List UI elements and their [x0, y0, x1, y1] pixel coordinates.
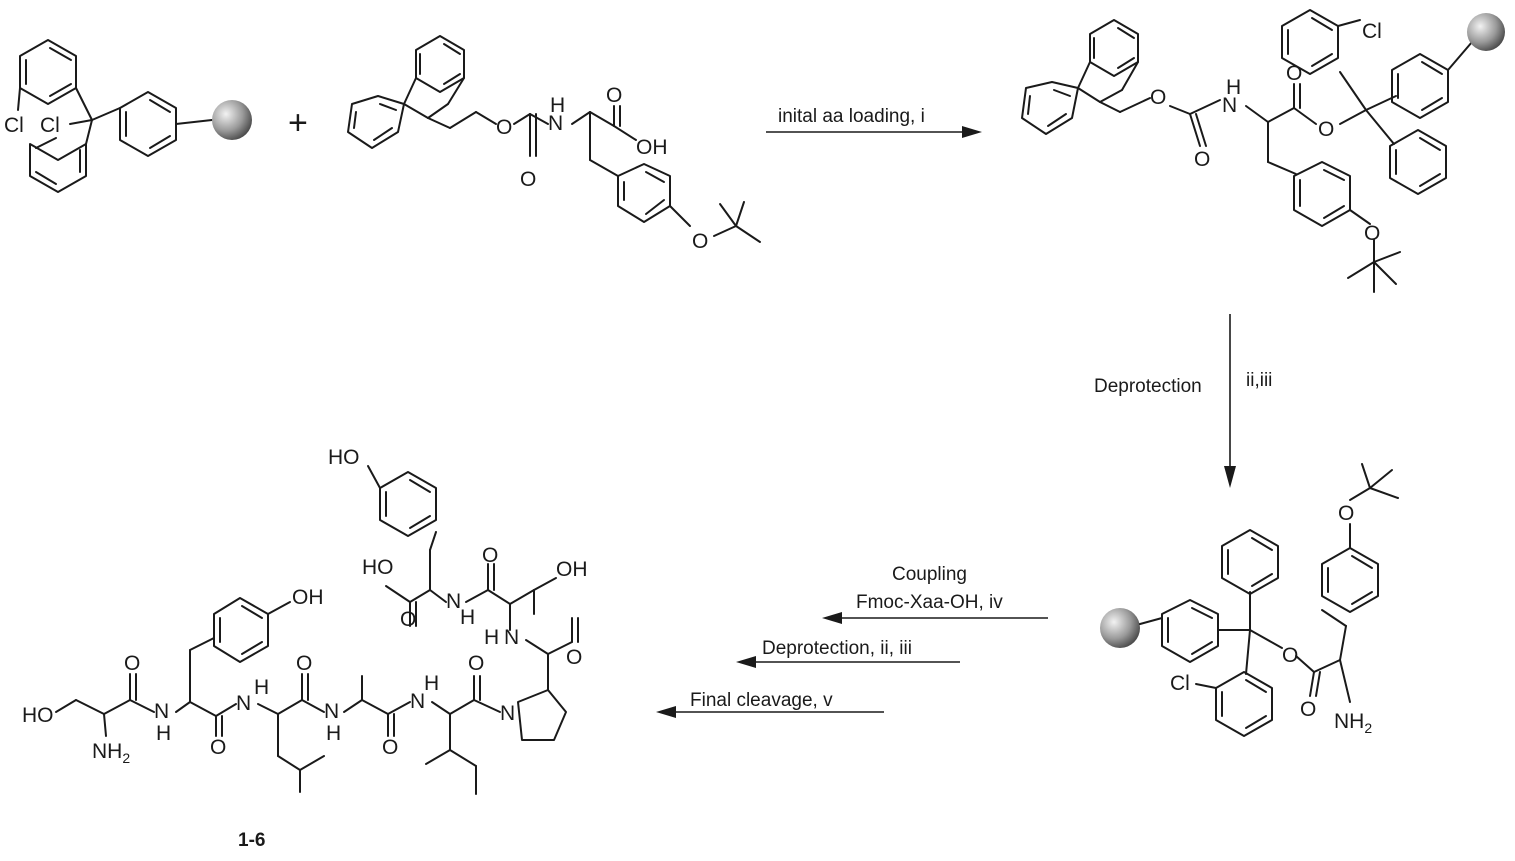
- amine-group: NH2: [92, 740, 130, 766]
- oxygen-atom: O: [468, 652, 484, 675]
- nitrogen-atom: N: [236, 692, 251, 715]
- oxygen-atom: O: [1318, 118, 1334, 141]
- arrow-initial-loading: inital aa loading, i: [766, 106, 982, 138]
- condition-deprotection: Deprotection: [1094, 376, 1202, 397]
- resin-bound-fmoc-tyr: O O N H O O Cl O: [1021, 9, 1505, 293]
- condition-deprotection-repeat: Deprotection, ii, iii: [762, 638, 912, 659]
- hydroxyl-group: OH: [556, 558, 588, 581]
- condition-deprotection-reagents: ii,iii: [1246, 370, 1272, 391]
- oxygen-atom: O: [1300, 698, 1316, 721]
- hydrogen-atom: H: [326, 722, 341, 745]
- resin-bound-h-tyr: O O NH2 O Cl: [1100, 463, 1399, 737]
- resin-bead-icon: [1100, 608, 1140, 648]
- oxygen-atom: O: [296, 652, 312, 675]
- oxygen-atom: O: [1286, 62, 1302, 85]
- oxygen-atom: O: [566, 646, 582, 669]
- arrow-final-cleavage: Final cleavage, v: [656, 690, 884, 718]
- chloro-atom: Cl: [1362, 20, 1382, 43]
- oxygen-atom: O: [496, 116, 512, 139]
- plus-sign: +: [288, 104, 308, 142]
- hydrogen-atom: H: [1226, 76, 1241, 99]
- hydroxyl-group: HO: [328, 446, 360, 469]
- amine-group: NH2: [1334, 710, 1372, 736]
- nitrogen-atom: N: [500, 702, 515, 725]
- arrow-coupling: Coupling Fmoc-Xaa-OH, iv: [822, 564, 1048, 624]
- hydrogen-atom: H: [424, 672, 439, 695]
- oxygen-atom: O: [1282, 644, 1298, 667]
- oxygen-atom: O: [1364, 222, 1380, 245]
- oxygen-atom: O: [124, 652, 140, 675]
- hydroxyl-group: HO: [22, 704, 54, 727]
- oxygen-atom: O: [210, 736, 226, 759]
- oxygen-atom: O: [606, 84, 622, 107]
- chloro-atom: Cl: [40, 114, 60, 137]
- oxygen-atom: O: [382, 736, 398, 759]
- chlorotrityl-resin-reactant: Cl Cl: [4, 39, 252, 193]
- resin-bead-icon: [1467, 13, 1505, 51]
- oxygen-atom: O: [482, 544, 498, 567]
- nitrogen-atom: N: [446, 590, 461, 613]
- nitrogen-atom: N: [504, 626, 519, 649]
- final-peptide-product: HO NH2 O N H OH O N H O N H O N H O N O …: [22, 446, 588, 851]
- arrow-deprotection-vertical: Deprotection ii,iii: [1094, 314, 1272, 488]
- condition-final-cleavage: Final cleavage, v: [690, 690, 833, 711]
- arrow-deprotection-repeat: Deprotection, ii, iii: [736, 638, 960, 668]
- hydrogen-atom: H: [254, 676, 269, 699]
- hydrogen-atom: H: [550, 94, 565, 117]
- hydroxyl-group: HO: [362, 556, 394, 579]
- nitrogen-atom: N: [324, 700, 339, 723]
- chloro-atom: Cl: [1170, 672, 1190, 695]
- condition-coupling: Coupling: [892, 564, 967, 585]
- fmoc-tyr-tbu-oh-reactant: O O N H O OH O: [347, 35, 761, 253]
- oxygen-atom: O: [1338, 502, 1354, 525]
- hydrogen-atom: H: [156, 722, 171, 745]
- oxygen-atom: O: [1150, 86, 1166, 109]
- nitrogen-atom: N: [1222, 94, 1237, 117]
- hydroxyl-group: OH: [636, 136, 668, 159]
- nitrogen-atom: N: [548, 112, 563, 135]
- oxygen-atom: O: [1194, 148, 1210, 171]
- oxygen-atom: O: [520, 168, 536, 191]
- condition-initial-loading: inital aa loading, i: [778, 106, 925, 127]
- nitrogen-atom: N: [410, 690, 425, 713]
- compound-label: 1-6: [238, 830, 265, 851]
- oxygen-atom: O: [692, 230, 708, 253]
- chloro-atom: Cl: [4, 114, 24, 137]
- hydrogen-atom: H: [484, 626, 499, 649]
- hydrogen-atom: H: [460, 606, 475, 629]
- condition-coupling-reagent: Fmoc-Xaa-OH, iv: [856, 592, 1003, 613]
- resin-bead-icon: [212, 100, 252, 140]
- hydroxyl-group: OH: [292, 586, 324, 609]
- oxygen-atom: O: [400, 608, 416, 631]
- nitrogen-atom: N: [154, 700, 169, 723]
